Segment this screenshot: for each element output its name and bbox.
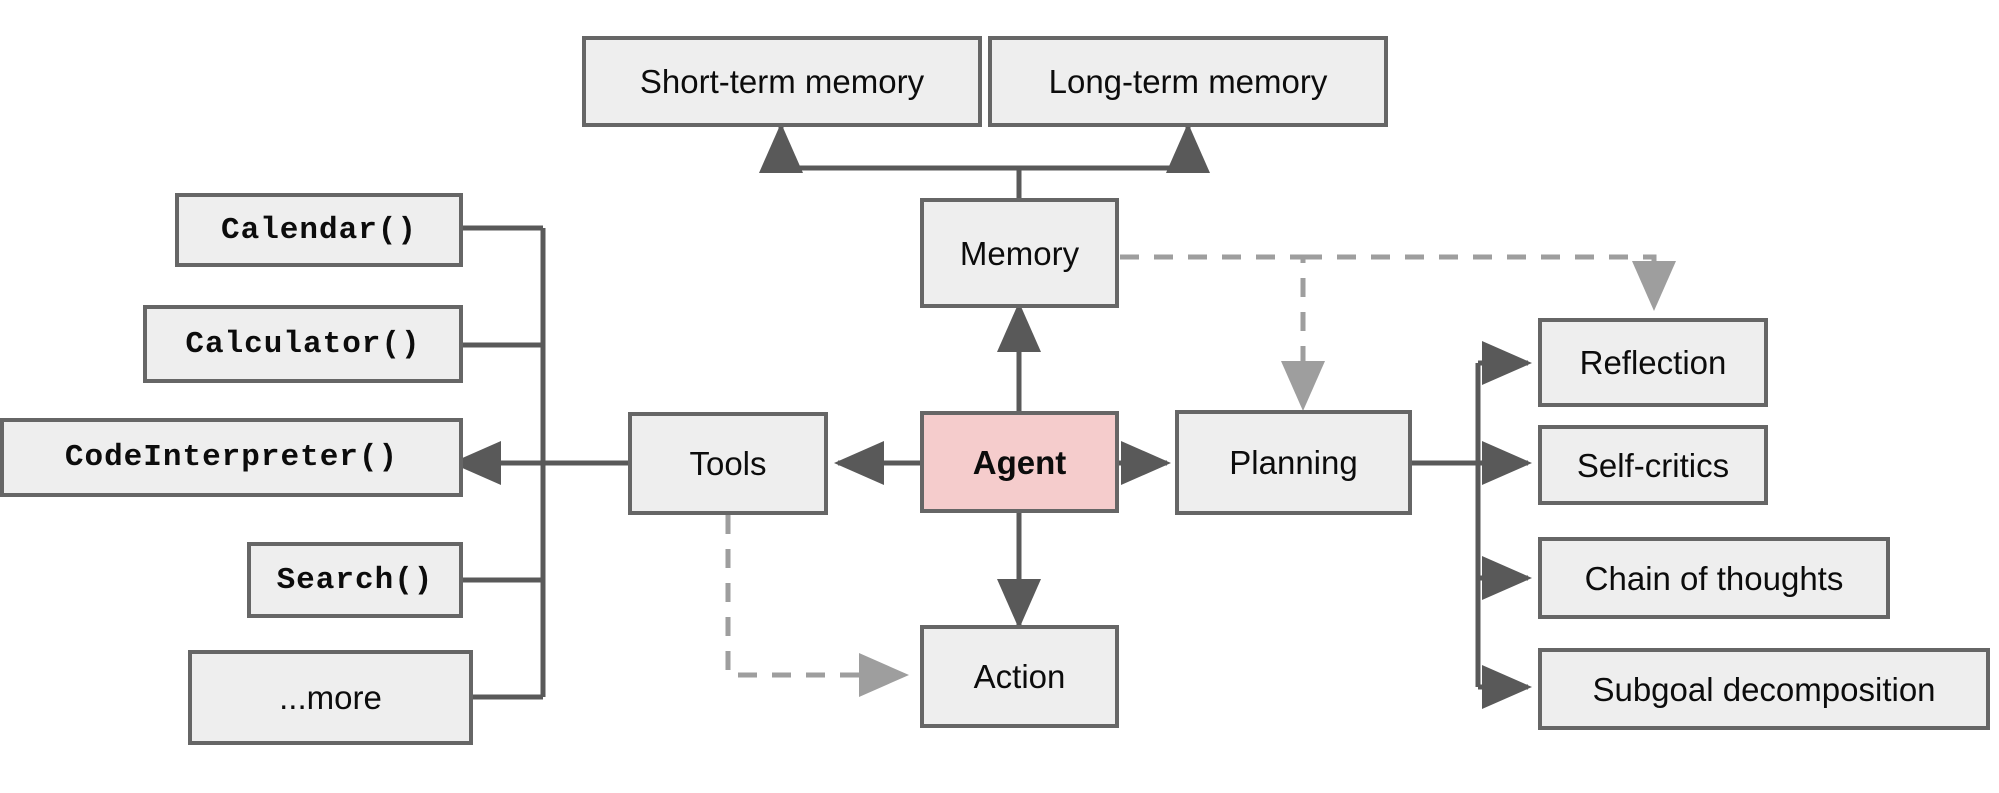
node-label: Memory <box>959 234 1080 272</box>
node-label: Reflection <box>1579 344 1727 381</box>
node-tool-calculator[interactable]: Calculator() <box>143 305 463 383</box>
node-label: CodeInterpreter() <box>64 440 399 475</box>
node-planning[interactable]: Planning <box>1175 410 1412 515</box>
node-memory[interactable]: Memory <box>920 198 1119 308</box>
node-self-critics[interactable]: Self-critics <box>1538 425 1768 505</box>
node-label: Self-critics <box>1576 446 1730 484</box>
node-label: Planning <box>1229 444 1358 481</box>
node-chain-of-thoughts[interactable]: Chain of thoughts <box>1538 537 1890 619</box>
node-label: Calculator() <box>185 326 421 362</box>
edge-tools-to-action-dashed <box>725 515 910 697</box>
node-label: Chain of thoughts <box>1584 559 1844 597</box>
node-tool-search[interactable]: Search() <box>247 542 463 618</box>
edge-memory-to-planning-dashed <box>1120 254 1325 412</box>
node-tool-calendar[interactable]: Calendar() <box>175 193 463 267</box>
edge-memory-to-reflection-dashed <box>1303 254 1676 312</box>
node-short-term-memory[interactable]: Short-term memory <box>582 36 982 127</box>
node-label: ...more <box>279 679 382 716</box>
node-tools[interactable]: Tools <box>628 412 828 515</box>
edge-memory-bus-right <box>1019 122 1210 173</box>
node-label: Subgoal decomposition <box>1592 670 1936 708</box>
node-agent[interactable]: Agent <box>920 411 1119 513</box>
node-action[interactable]: Action <box>920 625 1119 728</box>
node-subgoal-decomposition[interactable]: Subgoal decomposition <box>1538 648 1990 730</box>
node-label: Search() <box>276 562 434 598</box>
node-tool-more[interactable]: ...more <box>188 650 473 745</box>
node-label: Agent <box>972 443 1067 481</box>
node-label: Calendar() <box>220 212 418 248</box>
node-label: Action <box>973 658 1066 695</box>
node-label: Tools <box>689 445 767 482</box>
node-tool-code-interpreter[interactable]: CodeInterpreter() <box>0 418 463 497</box>
node-reflection[interactable]: Reflection <box>1538 318 1768 407</box>
node-label: Short-term memory <box>639 63 925 100</box>
node-long-term-memory[interactable]: Long-term memory <box>988 36 1388 127</box>
node-label: Long-term memory <box>1048 63 1328 100</box>
edge-memory-bus <box>759 122 1022 198</box>
